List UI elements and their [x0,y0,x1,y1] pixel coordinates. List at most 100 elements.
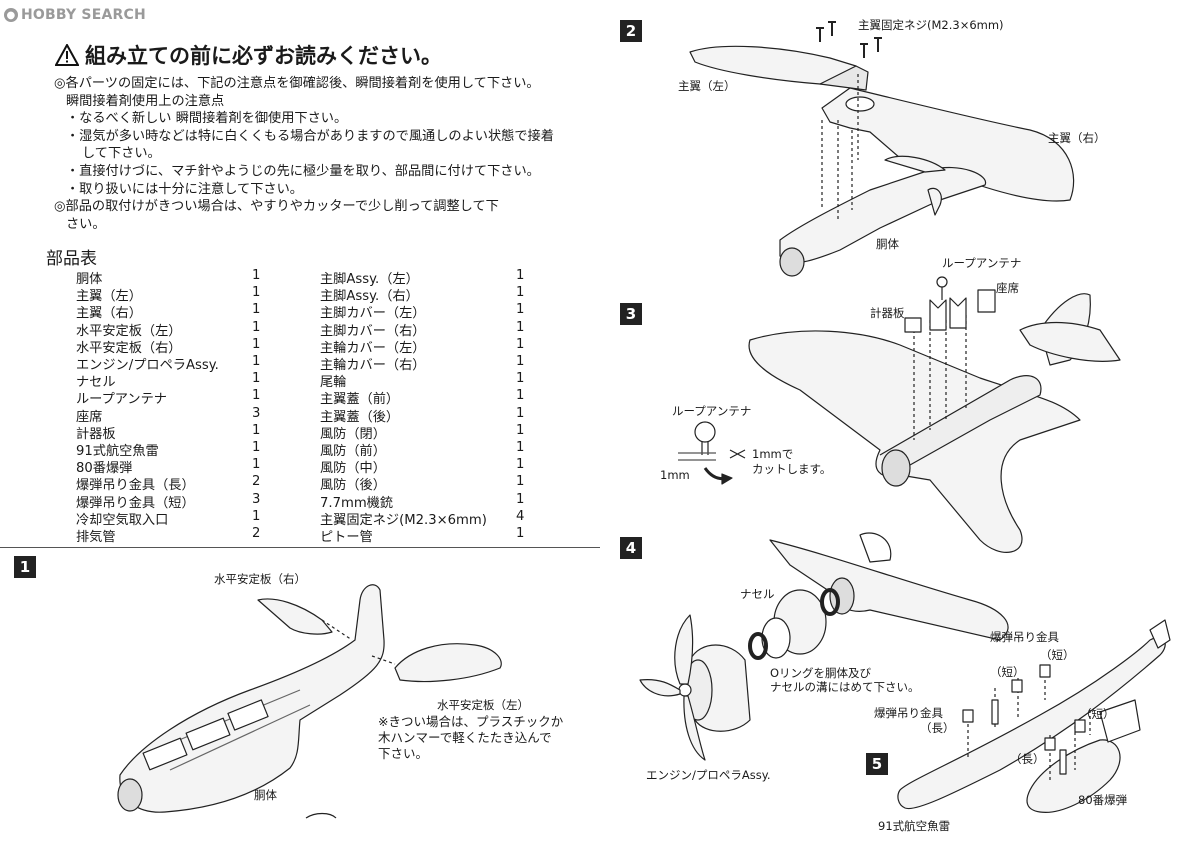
label-nacelle: ナセル [740,587,775,601]
step-5-badge: 5 [866,753,888,775]
part-quantity: 1 [252,371,261,387]
part-name: 主翼（左） [76,289,142,305]
label-short-3: （短） [1080,707,1115,721]
part-quantity: 1 [252,319,261,335]
part-name: 主翼蓋（後） [320,409,400,425]
part-quantity: 1 [516,319,525,335]
part-name: 水平安定板（左） [76,323,182,339]
label-torpedo: 91式航空魚雷 [878,819,951,833]
part-name: 主翼固定ネジ(M2.3×6mm) [320,512,487,528]
label-screw: 主翼固定ネジ(M2.3×6mm) [858,18,1004,32]
part-name: 80番爆弾 [76,461,133,477]
step2-wing-drawing [689,21,1075,277]
note-line: 瞬間接着剤使用上の注意点 [66,93,225,109]
part-quantity: 1 [516,354,525,369]
part-quantity: 1 [252,268,261,283]
part-quantity: 1 [252,508,261,524]
part-quantity: 1 [516,457,525,473]
part-quantity: 1 [252,354,261,369]
part-name: 水平安定板（右） [76,340,182,356]
label-long-2: （長） [1010,752,1045,766]
label-wing-right: 主翼（右） [1048,131,1106,145]
step1-fuselage-drawing [117,584,502,819]
part-name: ピトー管 [320,530,373,545]
part-quantity: 1 [516,526,525,541]
label-stab-right: 水平安定板（右） [214,572,306,586]
step3-airplane-drawing [678,276,1121,553]
part-name: ナセル [76,375,116,391]
part-name: ループアンテナ [76,392,167,408]
step1-note: ※きつい場合は、プラスチックか 木ハンマーで軽くたたき込んで 下さい。 [378,714,563,762]
label-cut-instruction: カットします。 [752,462,832,476]
part-quantity: 1 [252,302,261,318]
note-line: ・湿気が多い時などは特に白くくもる場合がありますので風通しのよい状態で接着 [66,128,554,144]
step5-weapons-drawing [897,619,1171,813]
label-short-2: （短） [990,665,1025,679]
label-fuselage-step2: 胴体 [876,237,899,251]
part-name: エンジン/プロペラAssy. [76,358,219,373]
part-quantity: 1 [516,336,525,352]
part-quantity: 1 [252,457,261,473]
part-quantity: 1 [516,474,525,490]
part-name: 座席 [76,409,103,425]
step-2-badge: 2 [620,20,642,42]
part-quantity: 1 [516,371,525,387]
part-quantity: 1 [516,491,525,507]
label-hanger-top: 爆弾吊り金具 [990,630,1059,644]
step1-note-line: 木ハンマーで軽くたたき込んで [378,730,552,745]
part-name: 排気管 [76,530,116,545]
note-line: ◎部品の取付けがきつい場合は、やすりやカッターで少し削って調整して下 [54,199,499,215]
part-quantity: 1 [516,422,525,438]
label-fuselage-step1: 胴体 [254,788,277,802]
label-oring-note: ナセルの溝にはめて下さい。 [770,680,920,694]
part-quantity: 1 [252,388,261,404]
label-hanger-left: 爆弾吊り金具 [874,706,943,720]
part-quantity: 1 [516,388,525,404]
part-name: 風防（前） [320,444,386,459]
part-name: 冷却空気取入口 [76,512,169,528]
step1-note-line: 下さい。 [378,746,429,761]
part-name: 風防（後） [320,478,386,494]
label-cut-1mm: 1mmで [752,447,794,461]
part-quantity: 1 [516,405,525,421]
label-loop-antenna: ループアンテナ [942,256,1022,270]
warning-title: 組み立ての前に必ずお読みください。 [55,40,442,70]
label-engine-prop: エンジン/プロペラAssy. [646,768,771,782]
scissors-icon [729,449,746,459]
part-quantity: 1 [516,440,525,455]
step-3-badge: 3 [620,303,642,325]
part-name: 風防（閉） [320,426,386,442]
part-name: 胴体 [76,272,103,287]
part-name: 主脚カバー（左） [320,306,426,322]
label-long-1: （長） [920,721,955,735]
part-quantity: 1 [516,285,525,301]
part-name: 7.7mm機銃 [320,495,394,511]
parts-list-title: 部品表 [46,249,97,269]
part-name: 計器板 [76,426,116,442]
warning-triangle-icon [55,44,79,66]
part-name: 爆弾吊り金具（短） [76,495,195,511]
label-stab-left: 水平安定板（左） [437,698,529,712]
hobby-search-logo: ● HOBBY SEARCH [4,4,146,26]
part-name: 風防（中） [320,461,386,477]
step-1-badge: 1 [14,556,36,578]
part-quantity: 4 [516,508,525,524]
part-quantity: 1 [252,285,261,301]
part-name: 主翼蓋（前） [320,392,400,408]
part-name: 尾輪 [320,375,347,391]
part-quantity: 1 [516,302,525,318]
label-short-1: （短） [1040,648,1075,662]
warning-title-text: 組み立ての前に必ずお読みください。 [85,44,442,68]
part-name: 91式航空魚雷 [76,444,159,459]
assembly-notes: ◎各パーツの固定には、下記の注意点を御確認後、瞬間接着剤を使用して下さい。 瞬間… [54,75,554,233]
screw-icon [816,21,882,58]
label-dimension: 1mm [660,468,690,482]
part-quantity: 3 [252,405,261,421]
note-line: ◎各パーツの固定には、下記の注意点を御確認後、瞬間接着剤を使用して下さい。 [54,76,540,91]
logo-mark-icon: ● [4,8,18,22]
note-line: ・なるべく新しい 瞬間接着剤を御使用下さい。 [66,111,348,127]
part-quantity: 3 [252,491,261,507]
part-name: 主脚Assy.（左） [320,272,419,287]
part-name: 主脚Assy.（右） [320,289,419,305]
